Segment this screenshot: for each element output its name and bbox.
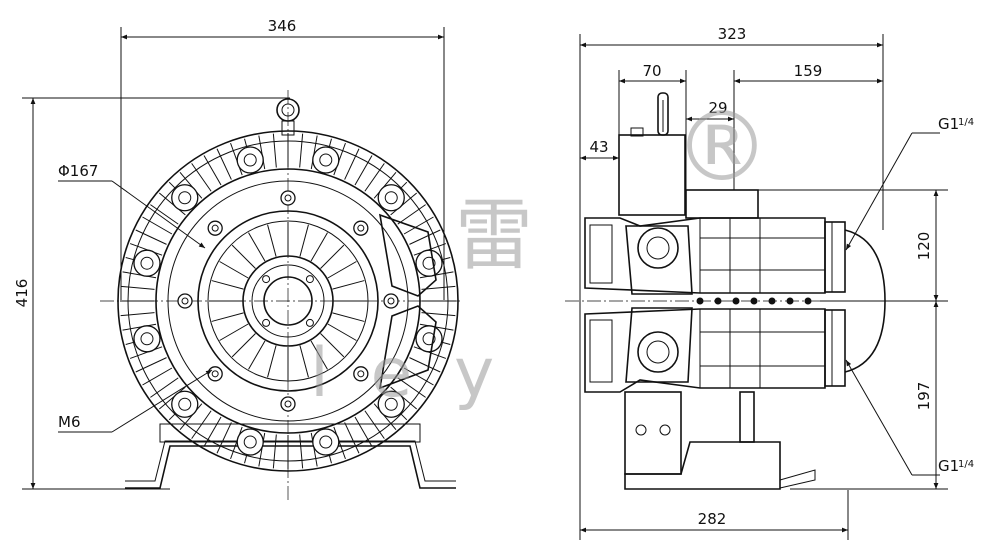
watermark: 雷 l e y ® xyxy=(310,91,770,413)
shaft-hub xyxy=(263,276,313,326)
dim-323: 323 xyxy=(718,25,747,43)
port-fraction-lower: 1/4 xyxy=(958,459,974,470)
upper-housing xyxy=(584,217,826,294)
dim-346: 346 xyxy=(268,17,297,35)
dim-43: 43 xyxy=(589,138,608,156)
dim-70: 70 xyxy=(642,62,661,80)
port-label-lower: G1 xyxy=(938,457,959,475)
dim-159: 159 xyxy=(794,62,823,80)
side-view: 323 70 159 29 43 120 197 282 G1 1/4 G1 1… xyxy=(565,25,974,540)
impeller-housing xyxy=(197,210,379,392)
lower-port-leader xyxy=(845,359,913,476)
right-fittings xyxy=(824,221,886,387)
flange-diameter-leader xyxy=(111,180,206,249)
front-base xyxy=(125,423,456,489)
port-fraction-upper: 1/4 xyxy=(958,117,974,128)
impeller-vanes xyxy=(209,222,367,380)
dim-282: 282 xyxy=(698,510,727,528)
watermark-trademark: ® xyxy=(674,91,770,203)
watermark-cn: 雷 xyxy=(455,191,533,281)
port-label-upper: G1 xyxy=(938,115,959,133)
dim-197: 197 xyxy=(915,382,933,411)
front-view: 346 416 Φ167 M6 xyxy=(13,17,460,500)
upper-port-flange xyxy=(625,225,693,295)
upper-silencer-lobe xyxy=(378,213,437,297)
dim-416: 416 xyxy=(13,279,31,308)
lower-silencer-lobe xyxy=(378,305,437,390)
lower-housing xyxy=(584,308,826,393)
lower-port-flange xyxy=(625,307,693,383)
side-base xyxy=(624,391,816,490)
dim-phi167: Φ167 xyxy=(58,162,98,180)
dim-120: 120 xyxy=(915,232,933,261)
flange-bolts xyxy=(696,297,812,305)
hub-bolts xyxy=(262,275,314,327)
lifting-eye xyxy=(276,98,300,136)
thread-leader xyxy=(111,369,213,433)
terminal-box xyxy=(618,92,686,216)
outer-fin-ring xyxy=(117,130,459,472)
casing-bolt-bosses xyxy=(133,146,443,456)
watermark-latin: l e y xyxy=(310,334,504,413)
upper-port-leader xyxy=(845,132,913,251)
dim-29: 29 xyxy=(708,99,727,117)
dim-m6: M6 xyxy=(58,413,81,431)
